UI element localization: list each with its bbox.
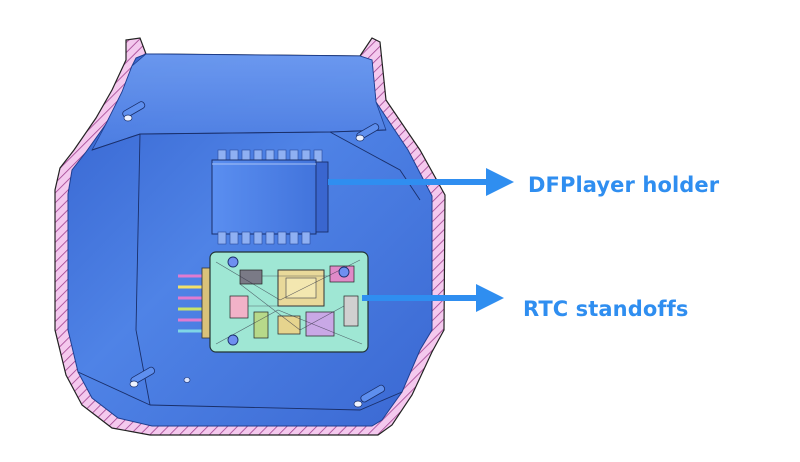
dfplayer-holder — [211, 149, 329, 245]
holder-ribs — [217, 149, 323, 165]
dfplayer-holder-label: DFPlayer holder — [528, 173, 720, 197]
standoff — [227, 334, 239, 346]
shell-contour-line — [77, 371, 151, 406]
rtc-standoffs-label: RTC standoffs — [523, 297, 689, 321]
standoff — [338, 266, 350, 278]
arrow-right-icon — [328, 168, 514, 196]
mounting-boss — [129, 366, 156, 388]
mounting-boss — [122, 101, 146, 122]
shell-contour-line — [329, 131, 421, 201]
mounting-hole — [183, 377, 191, 383]
holder-ribs — [217, 231, 311, 245]
rtc-module — [178, 251, 369, 353]
arrow-right-icon — [362, 284, 504, 312]
mounting-boss — [353, 384, 386, 408]
standoff — [227, 256, 239, 268]
mounting-boss — [355, 123, 380, 142]
shell-contour-line — [91, 129, 387, 151]
shell-contour-line — [135, 133, 151, 406]
shell-contour-line — [149, 391, 403, 411]
